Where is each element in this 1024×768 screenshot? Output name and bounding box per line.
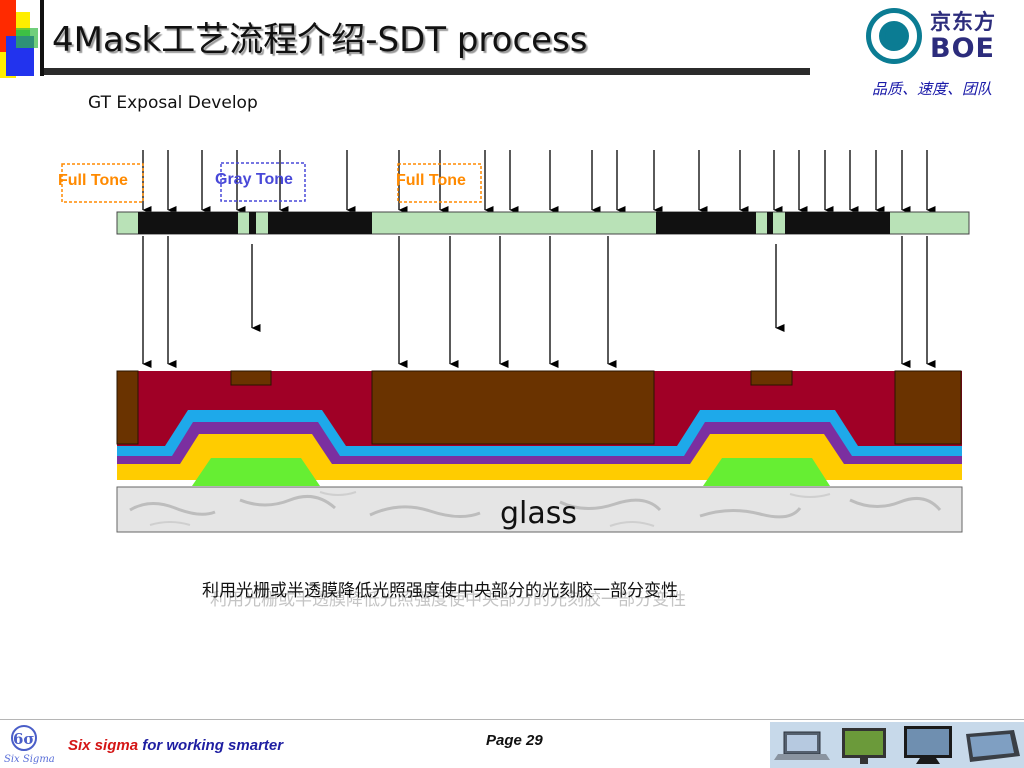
incident-light-arrows: [142, 150, 936, 214]
glass-label: glass: [500, 496, 578, 531]
photomask: [116, 211, 970, 235]
section-subtitle: GT Exposal Develop: [88, 93, 258, 113]
footer-divider: [0, 719, 1024, 720]
corner-decoration: [0, 0, 44, 78]
film-stack: [117, 410, 962, 486]
six-sigma-logo-icon: 6σ Six Sigma: [4, 725, 55, 765]
quality-slogan: 品质、速度、团队: [871, 80, 992, 98]
full-tone-left-label: Full Tone: [58, 172, 128, 189]
footer-slogan-blue: for working smarter: [142, 737, 284, 754]
page-number: Page 29: [486, 732, 543, 749]
full-tone-left-box: [61, 163, 144, 203]
tv-icon: [904, 726, 952, 764]
gray-tone-label: Gray Tone: [215, 171, 293, 188]
logo-cn-text: 京东方: [930, 10, 996, 34]
logo-en-text: BOE: [930, 33, 995, 64]
resist-blocks: [116, 370, 962, 445]
glass-substrate: [116, 486, 963, 533]
caption-shadow: 利用光栅或半透膜降低光照强度使中央部分的光刻胶一部分变性: [210, 590, 686, 610]
svg-text:Six Sigma: Six Sigma: [4, 754, 55, 765]
diagram-caption: 利用光栅或半透膜降低光照强度使中央部分的光刻胶一部分变性: [202, 581, 678, 601]
exposure-diagram: [61, 150, 970, 533]
notebook-icon: [966, 730, 1020, 762]
page-title: 4Mask工艺流程介绍-SDT process: [52, 12, 587, 61]
transmitted-light-arrows: [142, 236, 936, 368]
footer-slogan-red: Six sigma: [68, 737, 139, 754]
footer-slogan: Six sigma for working smarter: [68, 737, 283, 754]
monitor-icon: [842, 728, 886, 764]
full-tone-right-box: [397, 163, 482, 203]
title-suffix: -SDT process: [365, 20, 588, 60]
title-prefix: 4Mask工艺流程介绍: [52, 20, 366, 60]
full-tone-right-label: Full Tone: [396, 172, 466, 189]
gray-tone-box: [220, 162, 306, 202]
svg-text:6σ: 6σ: [13, 730, 35, 748]
boe-logo-icon: [866, 8, 922, 64]
title-underline: [44, 68, 810, 75]
product-images: [770, 722, 1024, 768]
laptop-icon: [774, 731, 830, 760]
